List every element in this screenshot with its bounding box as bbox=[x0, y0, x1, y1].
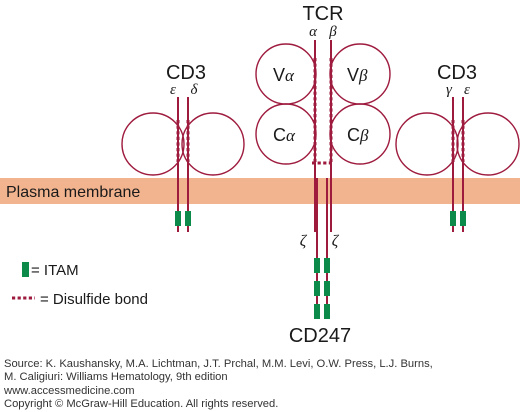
itam-zeta bbox=[314, 304, 320, 319]
itam-zeta bbox=[314, 281, 320, 296]
itam-cd3-epsilon bbox=[460, 211, 466, 226]
cd3-right-epsilon-label: ε bbox=[464, 82, 470, 98]
legend-itam-swatch bbox=[22, 262, 29, 277]
tcr-alpha-beta bbox=[255, 40, 391, 232]
tcr-beta-label: β bbox=[328, 24, 337, 40]
itam-cd3-gamma bbox=[450, 211, 456, 226]
cd3-epsilon-domain bbox=[121, 112, 185, 176]
cd3-right-gamma-label: γ bbox=[446, 82, 453, 98]
c-beta-label: Cβ bbox=[347, 125, 369, 145]
cd3-delta-domain bbox=[181, 112, 245, 176]
cd3-left-label: CD3 bbox=[166, 62, 206, 84]
itam-zeta bbox=[314, 258, 320, 273]
v-beta-subscript: β bbox=[358, 66, 368, 85]
itam-cd3-epsilon bbox=[175, 211, 181, 226]
cd3-left-epsilon-label: ε bbox=[170, 82, 176, 98]
plasma-membrane-label: Plasma membrane bbox=[6, 184, 140, 201]
legend-itam-label: = ITAM bbox=[31, 262, 79, 279]
tcr-alpha-label: α bbox=[309, 24, 318, 40]
v-alpha-subscript: α bbox=[285, 66, 295, 85]
legend-disulfide-label: = Disulfide bond bbox=[40, 291, 148, 308]
tcr-label: TCR bbox=[302, 3, 343, 25]
itam-cd3-delta bbox=[185, 211, 191, 226]
legend: = ITAM = Disulfide bond bbox=[12, 262, 148, 308]
itam-zeta bbox=[324, 281, 330, 296]
cd3-gamma-domain bbox=[395, 112, 459, 176]
cd247-zeta-dimer bbox=[314, 178, 330, 319]
v-beta-label: Vβ bbox=[347, 65, 368, 85]
copyright-notice: Copyright © McGraw-Hill Education. All r… bbox=[4, 398, 279, 410]
cd3-epsilon-domain bbox=[456, 112, 520, 176]
source-website: www.accessmedicine.com bbox=[4, 385, 135, 397]
c-beta-subscript: β bbox=[359, 126, 369, 145]
cd3-epsilon-delta-left bbox=[121, 97, 245, 232]
cd3-gamma-epsilon-right bbox=[395, 97, 520, 232]
c-alpha-label: Cα bbox=[273, 125, 296, 145]
zeta-left-label: ζ bbox=[300, 233, 308, 250]
source-citation-line-2: M. Caligiuri: Williams Hematology, 9th e… bbox=[4, 371, 228, 383]
v-alpha-label: Vα bbox=[273, 65, 295, 85]
cd3-right-label: CD3 bbox=[437, 62, 477, 84]
cd3-left-delta-label: δ bbox=[191, 82, 199, 98]
source-citation-line-1: Source: K. Kaushansky, M.A. Lichtman, J.… bbox=[4, 358, 433, 370]
itam-zeta bbox=[324, 258, 330, 273]
itam-zeta bbox=[324, 304, 330, 319]
zeta-right-label: ζ bbox=[332, 233, 340, 250]
plasma-membrane bbox=[0, 178, 520, 204]
c-alpha-subscript: α bbox=[286, 126, 296, 145]
cd247-label: CD247 bbox=[289, 325, 351, 347]
